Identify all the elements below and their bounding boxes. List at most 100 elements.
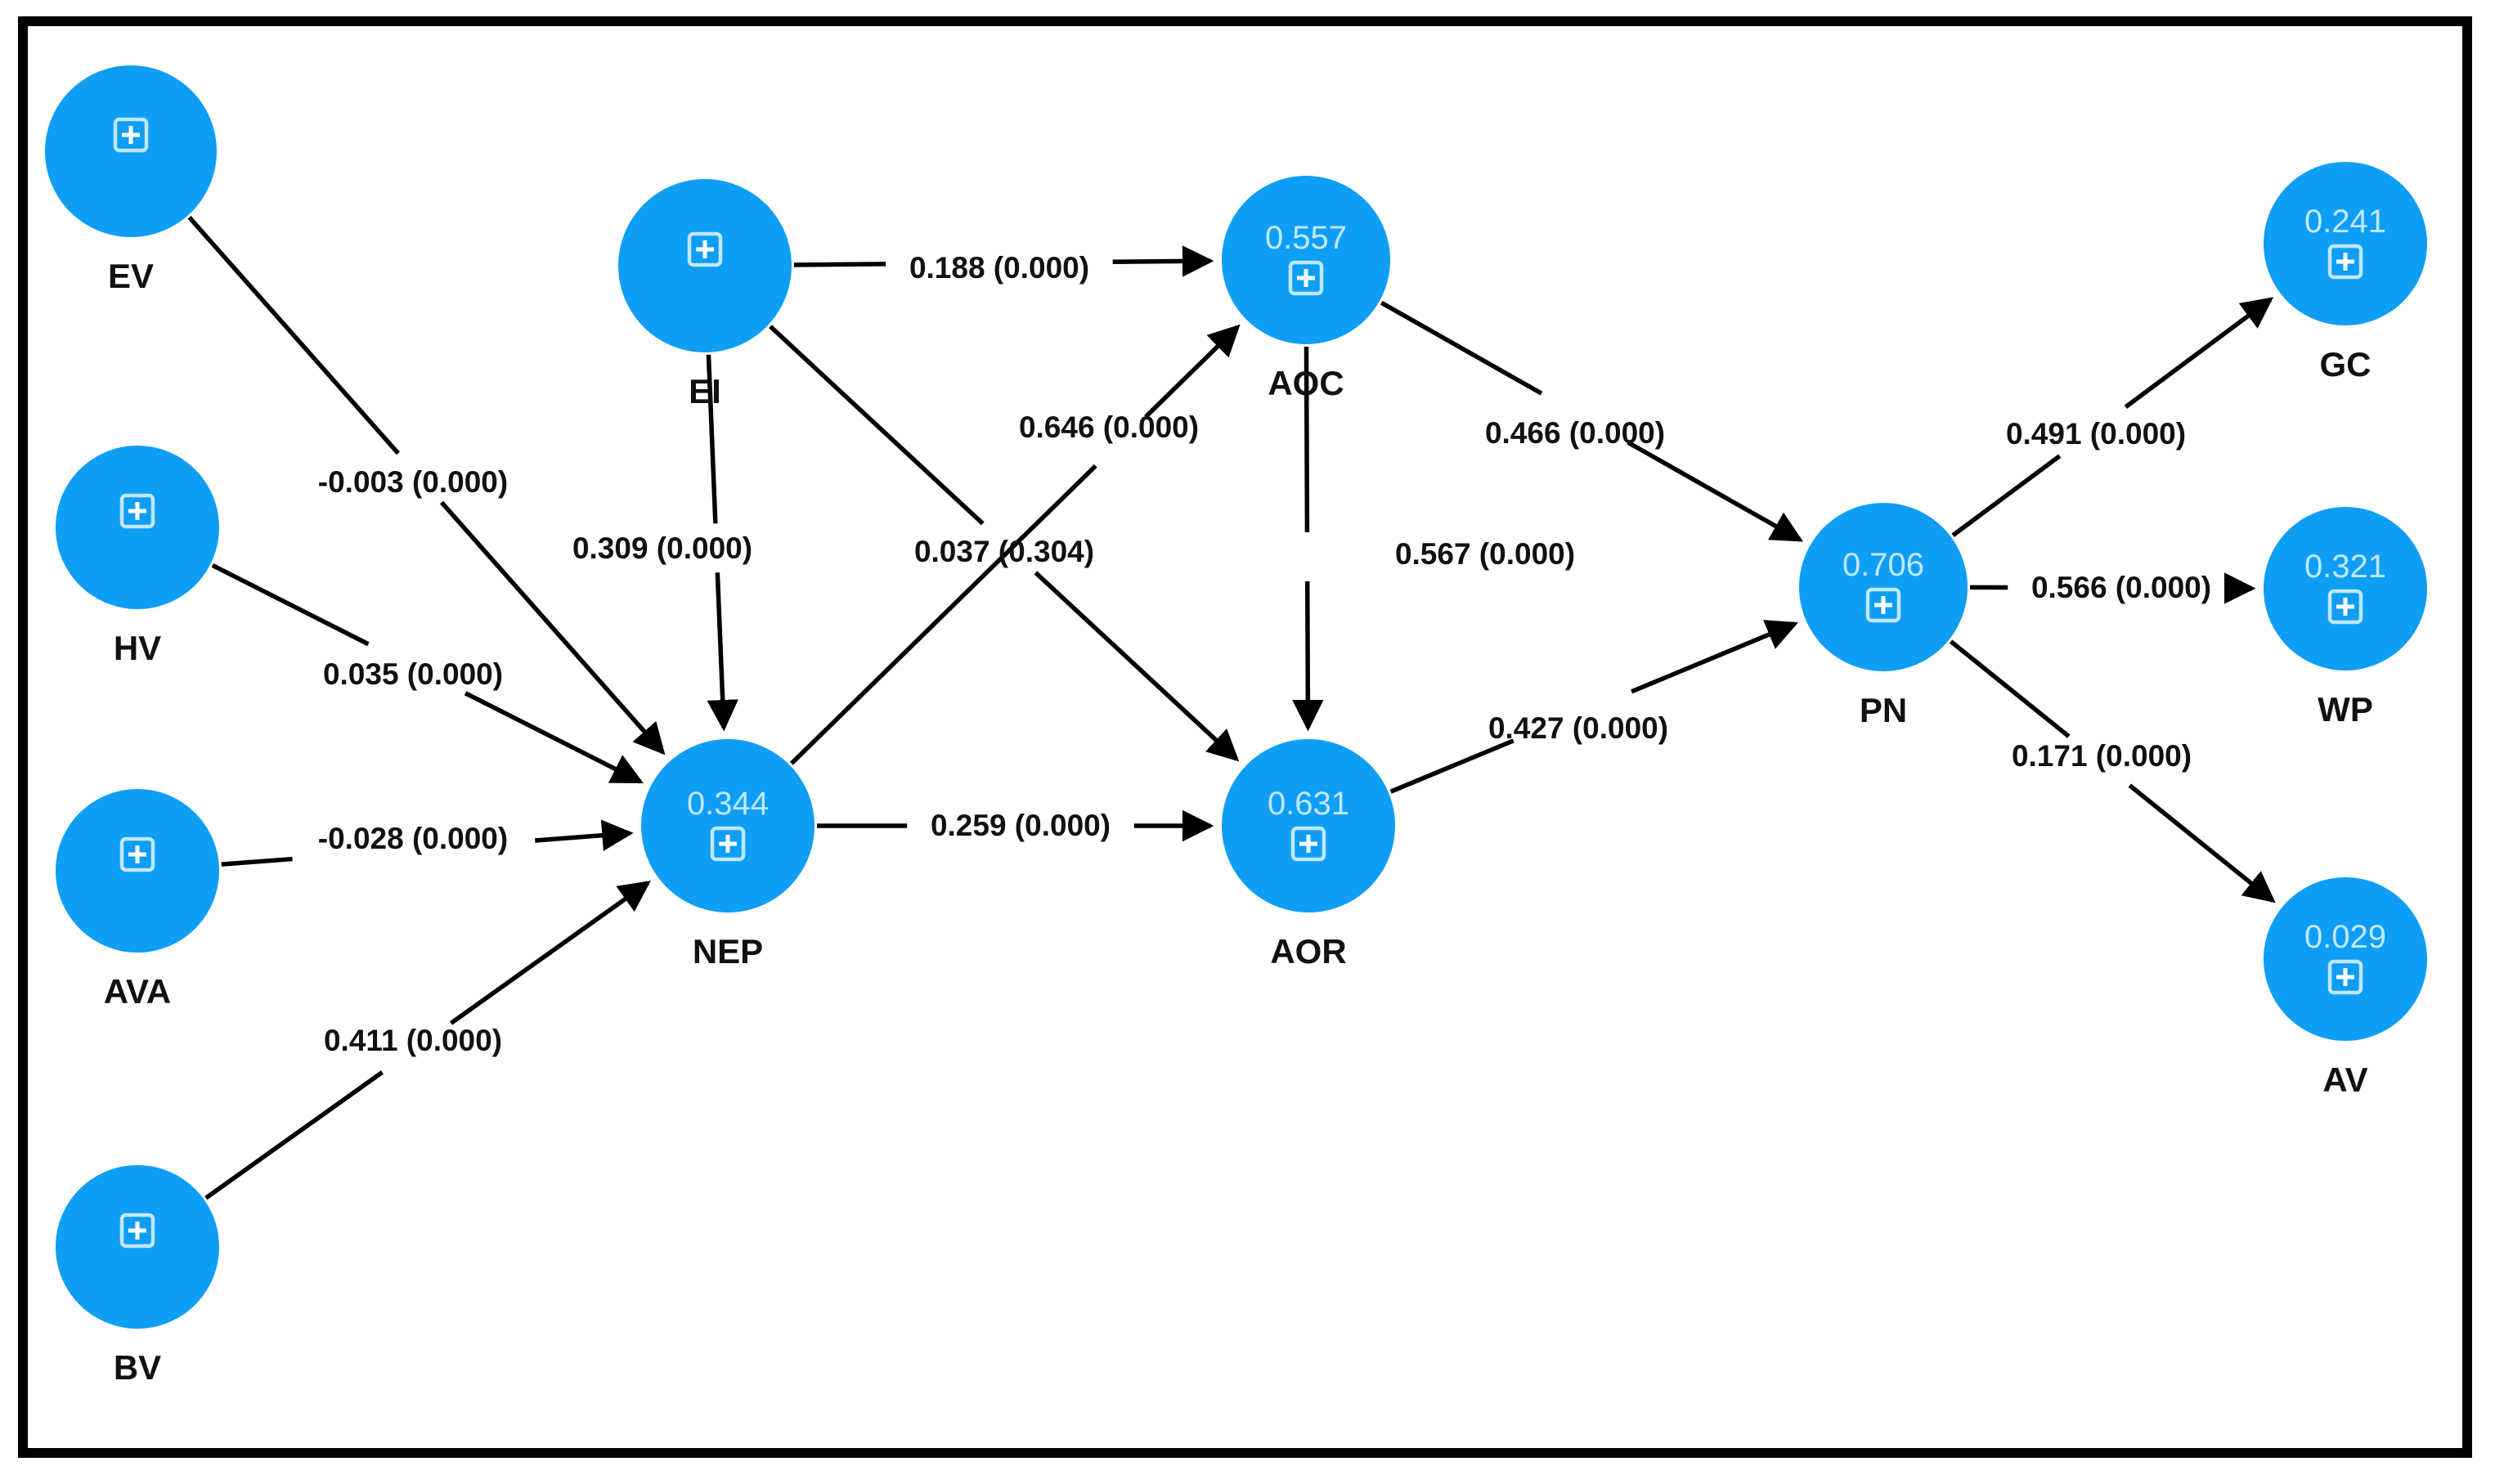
edge-segment-end [464, 691, 644, 784]
edge-segment-end [1631, 620, 1799, 694]
node-label-nep: NEP [693, 932, 763, 971]
edge-segment-start [1389, 738, 1515, 794]
edge-segment-start [1951, 454, 2062, 537]
edge-segment-end [535, 819, 634, 851]
edge-segment-end [1144, 324, 1241, 419]
node-r2-aoc: 0.557 [1265, 220, 1347, 256]
edge-label-ei-aor: 0.037 (0.304) [914, 535, 1094, 568]
node-label-gc: GC [2320, 345, 2372, 383]
edge-label-nep-aoc: 0.646 (0.000) [1019, 410, 1199, 444]
edge-label-hv-nep: 0.035 (0.000) [323, 657, 503, 691]
edge-hv-to-nep[interactable] [211, 563, 644, 784]
plus-square-icon[interactable] [1288, 260, 1324, 296]
plus-square-icon[interactable] [2327, 589, 2363, 625]
edge-segment-end [707, 572, 738, 732]
edge-label-aoc-pn: 0.466 (0.000) [1485, 416, 1665, 450]
edge-label-pn-wp: 0.566 (0.000) [2031, 571, 2211, 604]
edge-aor-to-pn[interactable] [1389, 620, 1799, 794]
node-r2-gc: 0.241 [2304, 204, 2386, 240]
node-r2-nep: 0.344 [687, 786, 769, 822]
edge-segment-start [789, 464, 1097, 765]
edge-label-bv-nep: 0.411 (0.000) [324, 1024, 502, 1057]
node-circle-wp[interactable] [2264, 507, 2427, 670]
node-label-av: AV [2322, 1060, 2367, 1099]
edge-label-ei-aoc: 0.188 (0.000) [909, 251, 1089, 285]
plus-square-icon[interactable] [2327, 959, 2363, 995]
edge-label-pn-av: 0.171 (0.000) [2012, 739, 2192, 773]
plus-square-icon[interactable] [687, 231, 723, 267]
plus-square-icon[interactable] [113, 117, 149, 153]
edge-segment-end [2128, 783, 2276, 903]
node-label-aoc: AOC [1268, 364, 1344, 402]
edge-segment-end [439, 500, 666, 755]
edge-pn-to-av[interactable] [1949, 639, 2276, 903]
edges-layer [187, 216, 2276, 1200]
edge-pn-to-gc[interactable] [1951, 297, 2274, 537]
node-label-bv: BV [114, 1348, 161, 1387]
node-label-pn: PN [1860, 691, 1907, 729]
edge-labels-layer: -0.003 (0.000) 0.035 (0.000) -0.028 (0.000… [318, 251, 2211, 1057]
edge-ev-to-nep[interactable] [187, 216, 666, 755]
plus-square-icon[interactable] [119, 836, 155, 872]
edge-label-ei-nep: 0.309 (0.000) [572, 531, 752, 565]
node-circle-aoc[interactable] [1222, 176, 1390, 344]
edge-segment-start [1949, 639, 2071, 738]
node-circle-av[interactable] [2264, 877, 2427, 1041]
node-r2-av: 0.029 [2304, 919, 2386, 955]
edge-pn-to-wp[interactable] [1969, 572, 2256, 604]
plus-square-icon[interactable] [119, 1213, 155, 1249]
plus-square-icon[interactable] [1290, 826, 1326, 862]
node-ev[interactable]: EV [45, 65, 217, 295]
edge-label-aoc-aor: 0.567 (0.000) [1395, 537, 1575, 571]
edge-label-ev-nep: -0.003 (0.000) [318, 465, 508, 499]
node-hv[interactable]: HV [56, 446, 219, 667]
edge-aoc-to-pn[interactable] [1380, 300, 1804, 542]
edge-bv-to-nep[interactable] [204, 881, 651, 1200]
edge-aoc-to-aor[interactable] [1292, 346, 1324, 732]
plus-square-icon[interactable] [1865, 587, 1901, 623]
node-circle-gc[interactable] [2264, 162, 2427, 325]
edge-segment-start [793, 262, 886, 267]
node-circle-aor[interactable] [1222, 739, 1395, 912]
node-circle-pn[interactable] [1799, 503, 1968, 671]
edge-segment-end [450, 881, 651, 1025]
edge-segment-start [211, 563, 370, 647]
edge-ei-to-aor[interactable] [769, 325, 1240, 762]
edge-nep-to-aoc[interactable] [789, 324, 1241, 765]
edge-segment-start [706, 354, 718, 524]
node-ava[interactable]: AVA [56, 789, 219, 1011]
edge-segment-end [1627, 440, 1804, 542]
node-bv[interactable]: BV [56, 1165, 219, 1387]
edge-label-ava-nep: -0.028 (0.000) [318, 822, 508, 855]
edge-segment-end [1112, 245, 1214, 277]
node-circle-nep[interactable] [641, 739, 814, 912]
edge-segment-start [221, 856, 293, 867]
plus-square-icon[interactable] [2327, 244, 2363, 280]
node-ei[interactable]: EI [618, 179, 792, 410]
edge-segment-end [1034, 571, 1240, 762]
edge-ei-to-nep[interactable] [706, 354, 738, 732]
node-r2-pn: 0.706 [1842, 547, 1924, 583]
edge-label-nep-aor: 0.259 (0.000) [931, 809, 1111, 842]
edge-ava-to-nep[interactable] [221, 819, 634, 867]
edge-segment-start [204, 1070, 384, 1200]
node-label-ei: EI [689, 372, 721, 410]
node-label-aor: AOR [1270, 932, 1346, 971]
edge-ei-to-aoc[interactable] [793, 245, 1214, 277]
edge-label-pn-gc: 0.491 (0.000) [2006, 417, 2186, 451]
plus-square-icon[interactable] [119, 493, 155, 529]
node-label-wp: WP [2318, 690, 2373, 729]
edge-label-aor-pn: 0.427 (0.000) [1488, 711, 1668, 745]
plus-square-icon[interactable] [710, 826, 746, 862]
edge-segment-start [1304, 346, 1310, 532]
node-label-hv: HV [114, 629, 161, 667]
